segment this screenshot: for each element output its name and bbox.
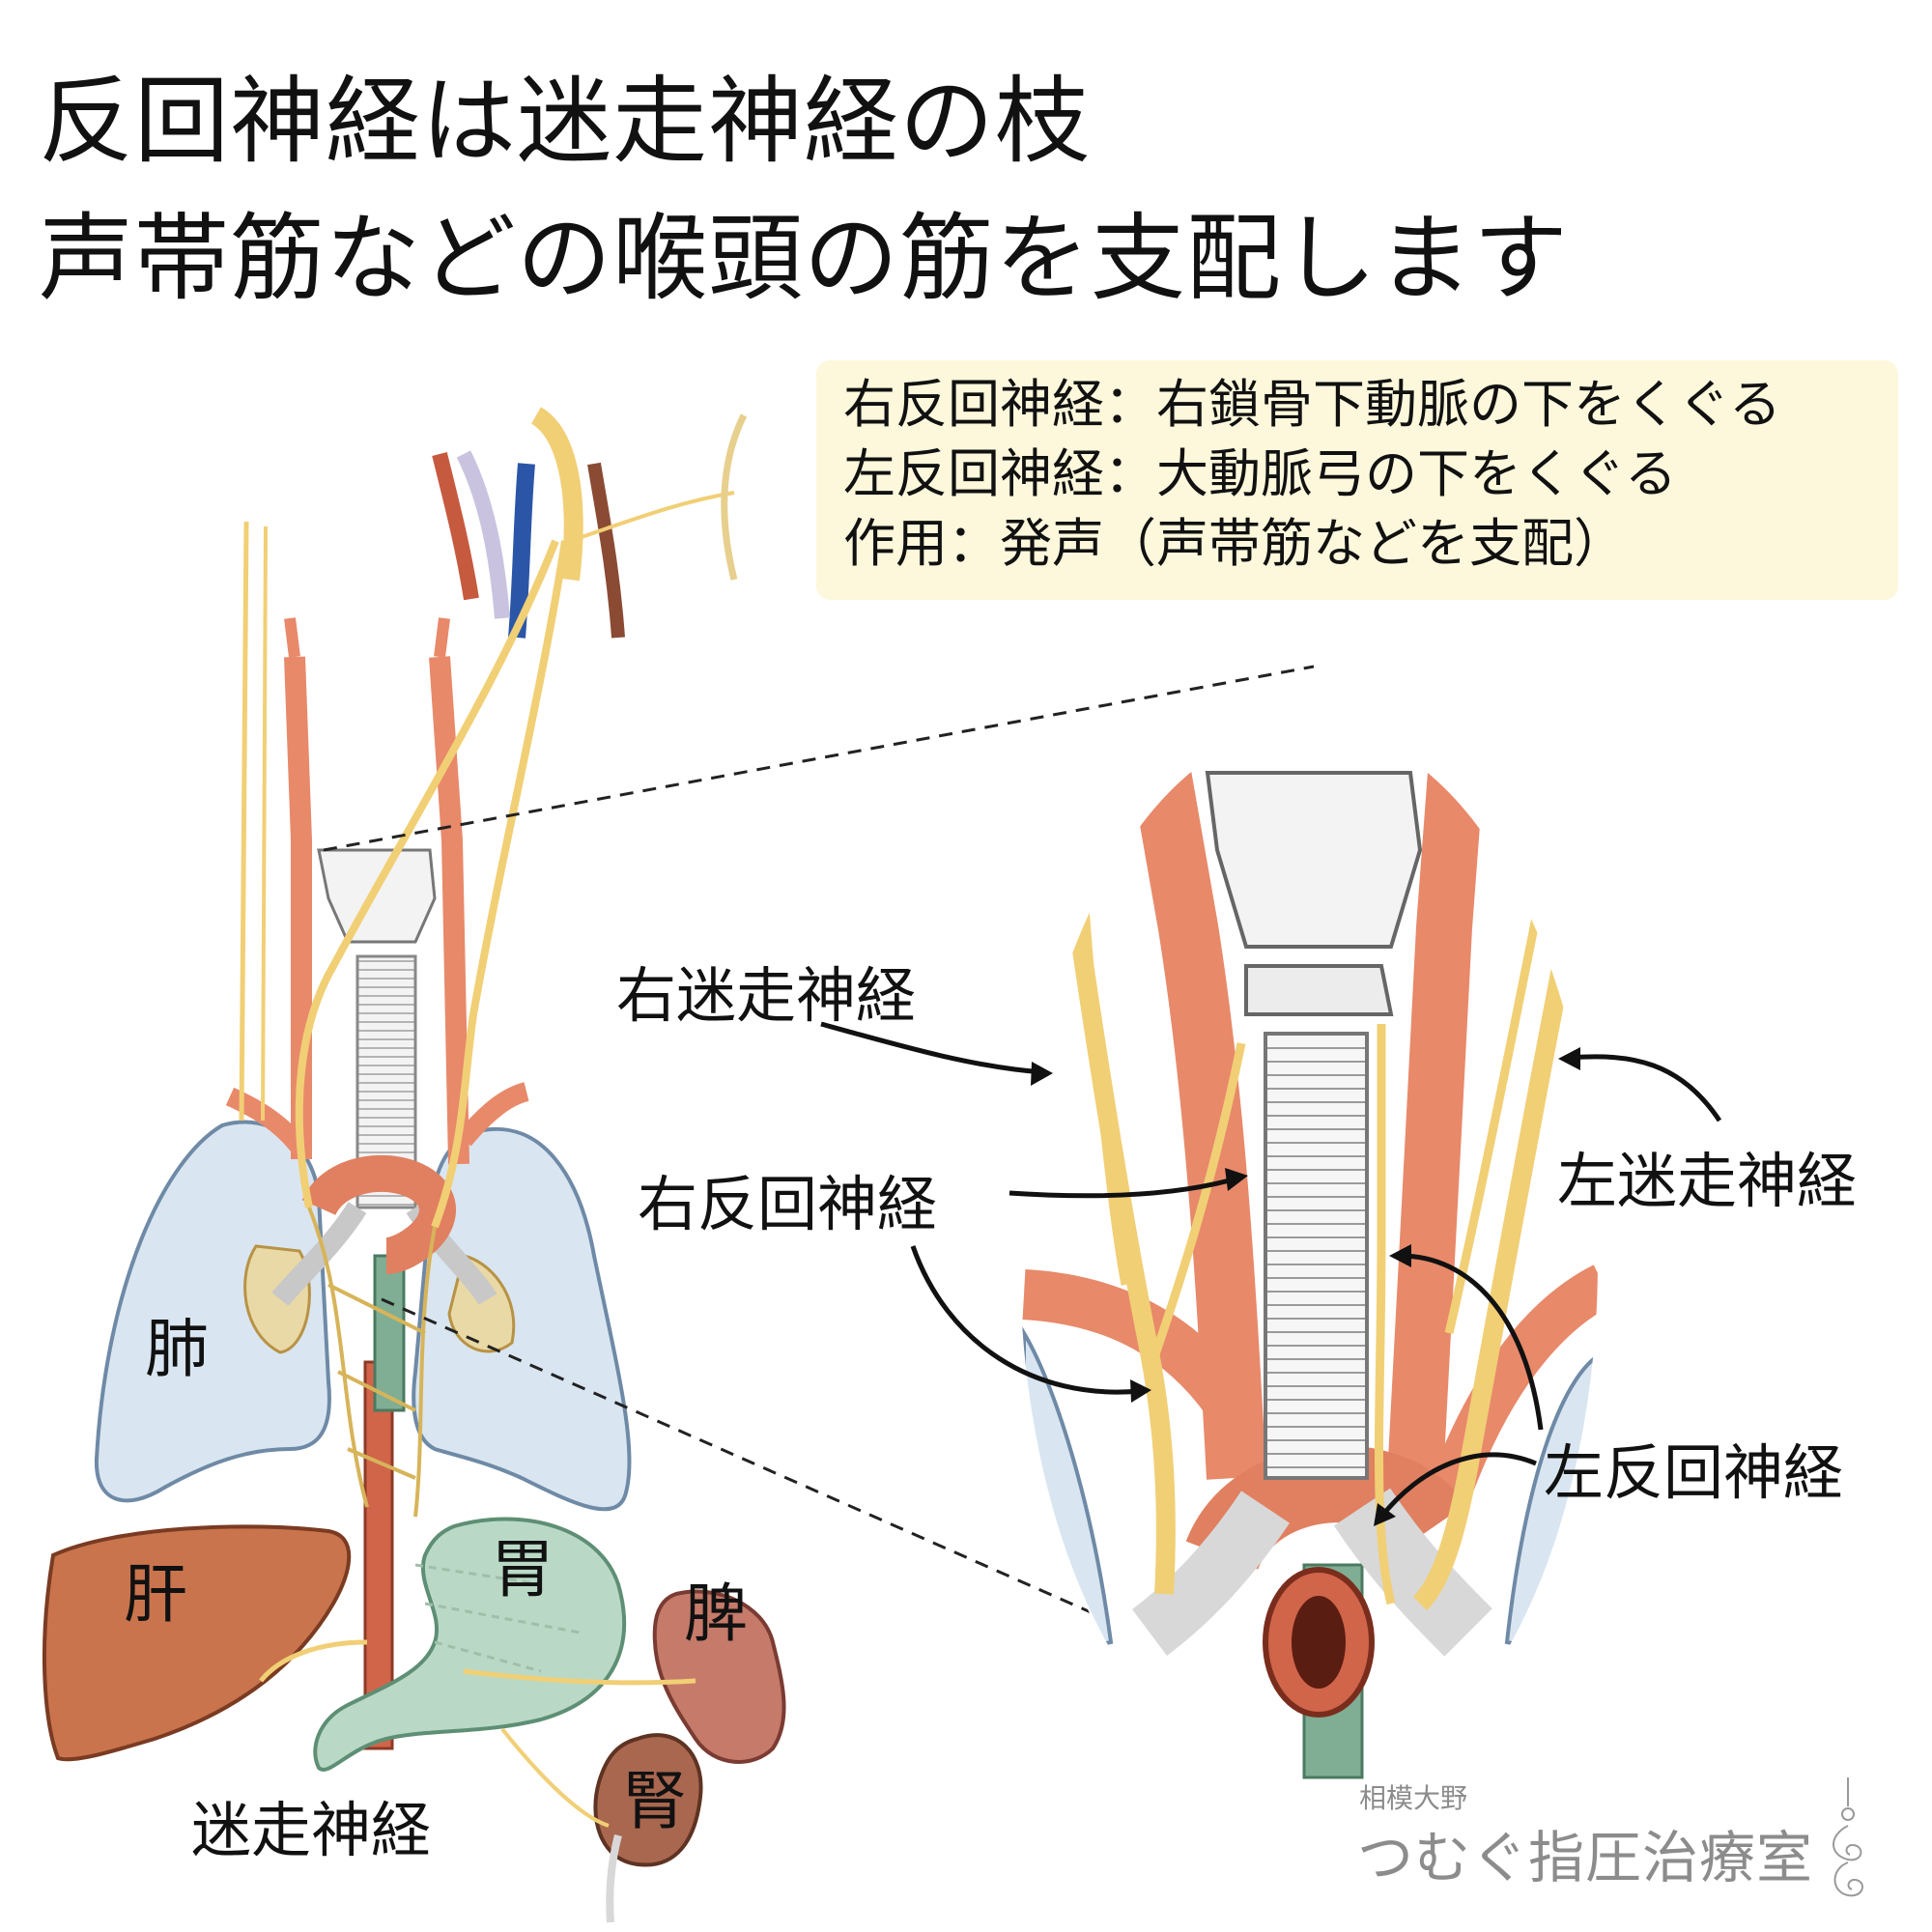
liver xyxy=(42,1524,352,1762)
left-common-carotid-artery xyxy=(429,656,469,1165)
zoom-left-vagus-nerve xyxy=(1412,848,1594,1611)
info-function: 作用：発声（声帯筋などを支配） xyxy=(843,513,1626,574)
esophageal-plexus xyxy=(307,1207,437,1518)
right-vagus-nerve xyxy=(295,539,559,1208)
info-left-recurrent-nerve: 左反回神経：大動脈弓の下をくぐる xyxy=(843,443,1677,504)
zoom-connector-top xyxy=(323,665,1315,852)
label-kidney: 腎 xyxy=(623,1764,687,1838)
zoom-thyroid-cartilage xyxy=(1205,771,1423,949)
zoomed-neck-diagram xyxy=(1019,724,1599,1797)
zoom-right-common-carotid xyxy=(1124,728,1266,1480)
ureter xyxy=(606,1833,622,1923)
page-title-line-2: 声帯筋などの喉頭の筋を支配します xyxy=(39,204,1570,314)
vagus-ganglion xyxy=(530,407,583,582)
title-block: 反回神経は迷走神経の枝 声帯筋などの喉頭の筋を支配します xyxy=(39,53,1569,327)
arrowhead-right-recurrent-1 xyxy=(1225,1168,1248,1191)
label-spleen: 脾 xyxy=(684,1577,748,1651)
info-right-recurrent-nerve: 右反回神経：右鎖骨下動脈の下をくぐる xyxy=(843,374,1781,435)
arrow-right-recurrent-1 xyxy=(1009,1176,1237,1199)
label-right-recurrent-nerve: 右反回神経 xyxy=(638,1169,938,1239)
arrow-left-vagus xyxy=(1569,1054,1722,1122)
zoom-right-bronchus xyxy=(1131,1491,1290,1656)
left-lung xyxy=(412,1126,632,1512)
lavender-structure xyxy=(456,450,510,619)
label-vagus-nerve: 迷走神経 xyxy=(191,1795,432,1865)
left-vagus-nerve xyxy=(431,540,569,1229)
hepatic-branch xyxy=(259,1639,368,1683)
neck-artery-left xyxy=(432,452,479,601)
pointer-arrows xyxy=(820,1021,1722,1526)
aortic-arch xyxy=(301,1155,456,1274)
arrow-left-recurrent-2 xyxy=(1379,1452,1537,1519)
label-lung: 肺 xyxy=(145,1312,209,1386)
label-left-recurrent-nerve: 左反回神経 xyxy=(1544,1437,1844,1508)
ear-nerve-loop xyxy=(721,413,748,581)
zoom-left-bronchus xyxy=(1333,1488,1492,1657)
arrowhead-left-recurrent-2 xyxy=(1374,1503,1396,1526)
zoom-right-recurrent-laryngeal-nerve xyxy=(1145,1042,1246,1374)
auricular-branch xyxy=(569,491,735,543)
esophagus xyxy=(373,1254,406,1412)
clinic-area-name: 相模大野 xyxy=(1359,1782,1468,1814)
splenic-branch xyxy=(463,1668,696,1686)
arrowhead-right-vagus xyxy=(1031,1062,1053,1086)
clinic-name: つむぐ指圧治療室 xyxy=(1357,1825,1814,1890)
right-subclavian-artery xyxy=(225,1087,310,1156)
gastric-branches xyxy=(414,1563,581,1673)
stomach xyxy=(313,1517,627,1772)
zoom-frame xyxy=(1018,724,1600,1798)
zoom-left-common-carotid xyxy=(1387,731,1487,1480)
zoom-cricoid-cartilage xyxy=(1244,964,1394,1016)
arrow-left-recurrent-1 xyxy=(1400,1253,1544,1431)
zoom-left-vagus-branch xyxy=(1444,868,1550,1335)
left-subclavian-artery xyxy=(456,1082,529,1147)
zoom-trachea xyxy=(1264,1032,1369,1480)
label-stomach: 胃 xyxy=(491,1532,554,1606)
clinic-logo: 相模大野 つむぐ指圧治療室 xyxy=(1357,1777,1898,1903)
zoom-aorta-lumen xyxy=(1292,1596,1346,1689)
kidney xyxy=(593,1733,703,1867)
zoom-right-vagus-branch xyxy=(1077,868,1130,1286)
full-body-diagram xyxy=(42,407,786,1923)
thyroid-cartilage xyxy=(317,848,437,944)
arrowhead-left-recurrent-1 xyxy=(1389,1244,1411,1267)
neck-artery-dark xyxy=(587,462,625,639)
sympathetic-trunk-right xyxy=(239,521,249,1122)
label-right-vagus-nerve: 右迷走神経 xyxy=(616,960,917,1031)
spleen xyxy=(652,1589,786,1764)
zoom-left-recurrent-laryngeal-nerve xyxy=(1375,1024,1396,1605)
label-left-vagus-nerve: 左迷走神経 xyxy=(1557,1146,1858,1216)
arrow-right-vagus xyxy=(820,1021,1044,1075)
arrowhead-right-recurrent-2 xyxy=(1130,1379,1151,1403)
info-box: 右反回神経：右鎖骨下動脈の下をくぐる 左反回神経：大動脈弓の下をくぐる 作用：発… xyxy=(816,360,1898,600)
external-carotid-branches xyxy=(284,617,450,658)
page-title-line-1: 反回神経は迷走神経の枝 xyxy=(39,67,1092,177)
sympathetic-trunk-left xyxy=(261,526,268,1122)
arrowhead-left-vagus xyxy=(1558,1047,1580,1070)
arrow-right-recurrent-2 xyxy=(910,1245,1141,1395)
spiral-icon xyxy=(1833,1777,1863,1897)
renal-branch xyxy=(500,1727,610,1828)
label-liver: 肝 xyxy=(124,1557,187,1632)
zoom-connector-bottom xyxy=(381,1297,1247,1683)
